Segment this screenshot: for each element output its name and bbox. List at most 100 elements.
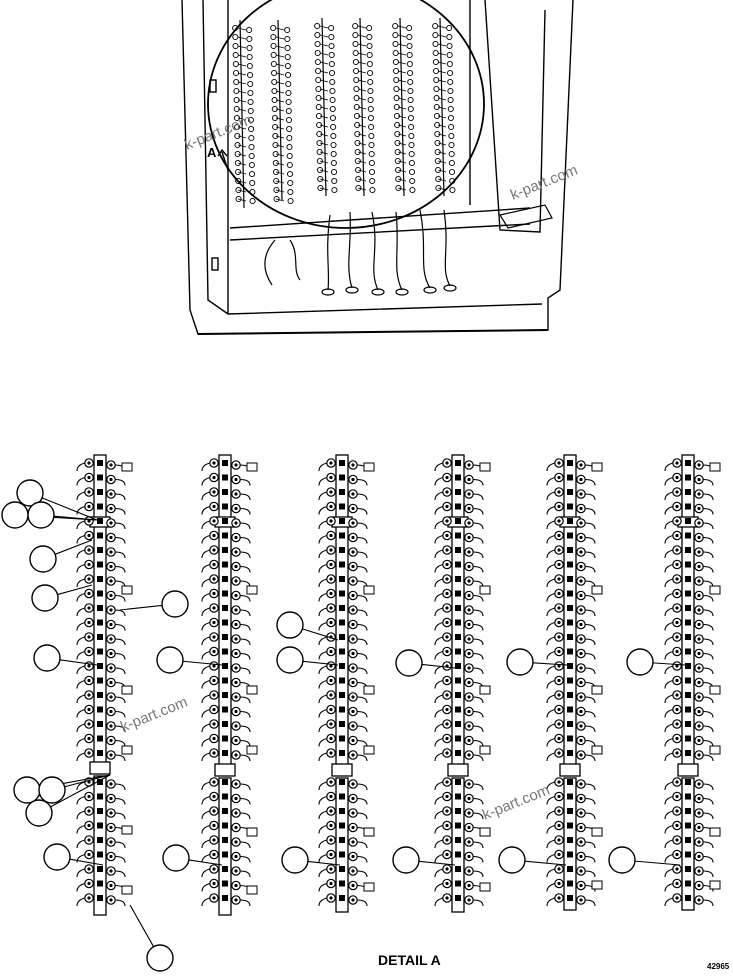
wire-loop: [114, 797, 126, 805]
terminal-marker: [455, 547, 461, 553]
terminal-screw-head: [212, 722, 216, 726]
wire-stub: [76, 810, 86, 820]
terminal-marker: [685, 605, 691, 611]
terminal-screw-head: [212, 896, 216, 900]
wire-stub: [76, 636, 86, 646]
terminal-screw-head: [351, 753, 355, 757]
cabinet-terminal: [395, 184, 402, 192]
wire-stub: [318, 897, 328, 907]
wire-loop: [356, 710, 368, 718]
terminal-marker: [567, 489, 573, 495]
figure-number: 42965: [707, 962, 730, 971]
terminal-screw-head: [234, 782, 238, 786]
terminal-screw-head: [557, 504, 561, 509]
terminal-marker: [685, 822, 691, 829]
wire-stub: [546, 578, 556, 588]
cabinet-terminal: [316, 157, 323, 165]
cabinet-terminal: [354, 148, 361, 156]
wire-stub: [546, 810, 556, 820]
wire-loop: [356, 507, 368, 515]
cabinet-wire: [357, 187, 367, 191]
cabinet-wire: [275, 90, 285, 94]
wire-stub: [201, 795, 211, 805]
cable-clamp: [499, 204, 553, 229]
terminal-screw-head: [329, 852, 333, 857]
terminal-screw-head: [697, 622, 701, 627]
terminal-screw-head: [697, 680, 701, 685]
wire-loop: [356, 638, 368, 646]
cabinet-terminal: [435, 175, 442, 183]
cabinet-wire: [275, 135, 285, 139]
wire-stub: [318, 592, 328, 602]
cabinet-terminal: [316, 130, 323, 138]
cable-end: [423, 286, 437, 294]
cabinet-wire: [319, 187, 329, 191]
terminal-marker: [685, 663, 691, 669]
terminal-marker: [222, 808, 228, 814]
terminal-screw-head: [579, 463, 583, 467]
terminal-screw-head: [351, 579, 355, 583]
terminal-marker: [222, 779, 228, 785]
wire-stub: [546, 563, 556, 573]
wire-loop: [356, 899, 368, 907]
wire-stub: [434, 462, 444, 472]
terminal-marker: [685, 648, 691, 655]
terminal-screw-head: [87, 678, 91, 683]
wire-stub: [76, 462, 86, 472]
connector-tab: [121, 745, 133, 755]
terminal-marker: [97, 619, 103, 626]
cabinet-wire: [437, 52, 447, 56]
terminal-screw-head: [557, 548, 561, 552]
terminal-screw-head: [675, 475, 679, 480]
wire-stub: [201, 737, 211, 747]
cabinet-terminal: [285, 80, 292, 88]
terminal-marker: [222, 605, 228, 611]
terminal-screw-head: [697, 738, 701, 743]
callout-balloon: [16, 479, 44, 507]
wire-stub: [434, 607, 444, 617]
terminal-screw-head: [445, 678, 449, 683]
cabinet-terminal: [285, 98, 292, 106]
cabinet-terminal: [328, 60, 335, 68]
terminal-marker: [339, 503, 345, 510]
terminal-screw-head: [329, 490, 333, 494]
terminal-screw-head: [109, 883, 113, 888]
terminal-screw-head: [675, 461, 679, 465]
terminal-marker: [567, 808, 573, 814]
callout-22: [608, 846, 681, 874]
callout-balloon: [276, 611, 304, 639]
wire-stub: [546, 708, 556, 718]
wire-loop: [239, 536, 251, 544]
cabinet-wire: [397, 106, 407, 110]
wire-loop: [472, 507, 484, 515]
cabinet-terminal: [408, 123, 415, 131]
callout-balloon: [25, 799, 53, 827]
terminal-marker: [222, 750, 228, 756]
harness-rail-lower: [229, 223, 531, 241]
terminal-marker: [685, 561, 691, 568]
terminal-screw-head: [579, 753, 583, 757]
terminal-screw-head: [234, 564, 238, 569]
terminal-screw-head: [675, 881, 679, 886]
wire-stub: [76, 534, 86, 544]
terminal-screw-head: [212, 548, 216, 552]
terminal-screw-head: [697, 724, 701, 728]
cabinet-terminal: [448, 141, 455, 149]
wire-loop: [356, 667, 368, 675]
terminal-screw-head: [351, 637, 355, 641]
callout-leader: [652, 662, 686, 666]
terminal-screw-head: [675, 852, 679, 857]
cabinet-terminal: [367, 114, 375, 122]
wire-stub: [546, 505, 556, 515]
cabinet-wire: [357, 43, 367, 47]
terminal-screw-head: [467, 593, 471, 598]
cabinet-terminal: [447, 78, 454, 86]
cabinet-terminal: [248, 170, 256, 178]
wire-loop: [114, 594, 126, 602]
connector-tab: [363, 585, 375, 595]
terminal-marker: [222, 518, 228, 524]
terminal-screw-head: [329, 867, 333, 871]
cabinet-wire: [237, 63, 247, 67]
wire-loop: [702, 870, 714, 878]
